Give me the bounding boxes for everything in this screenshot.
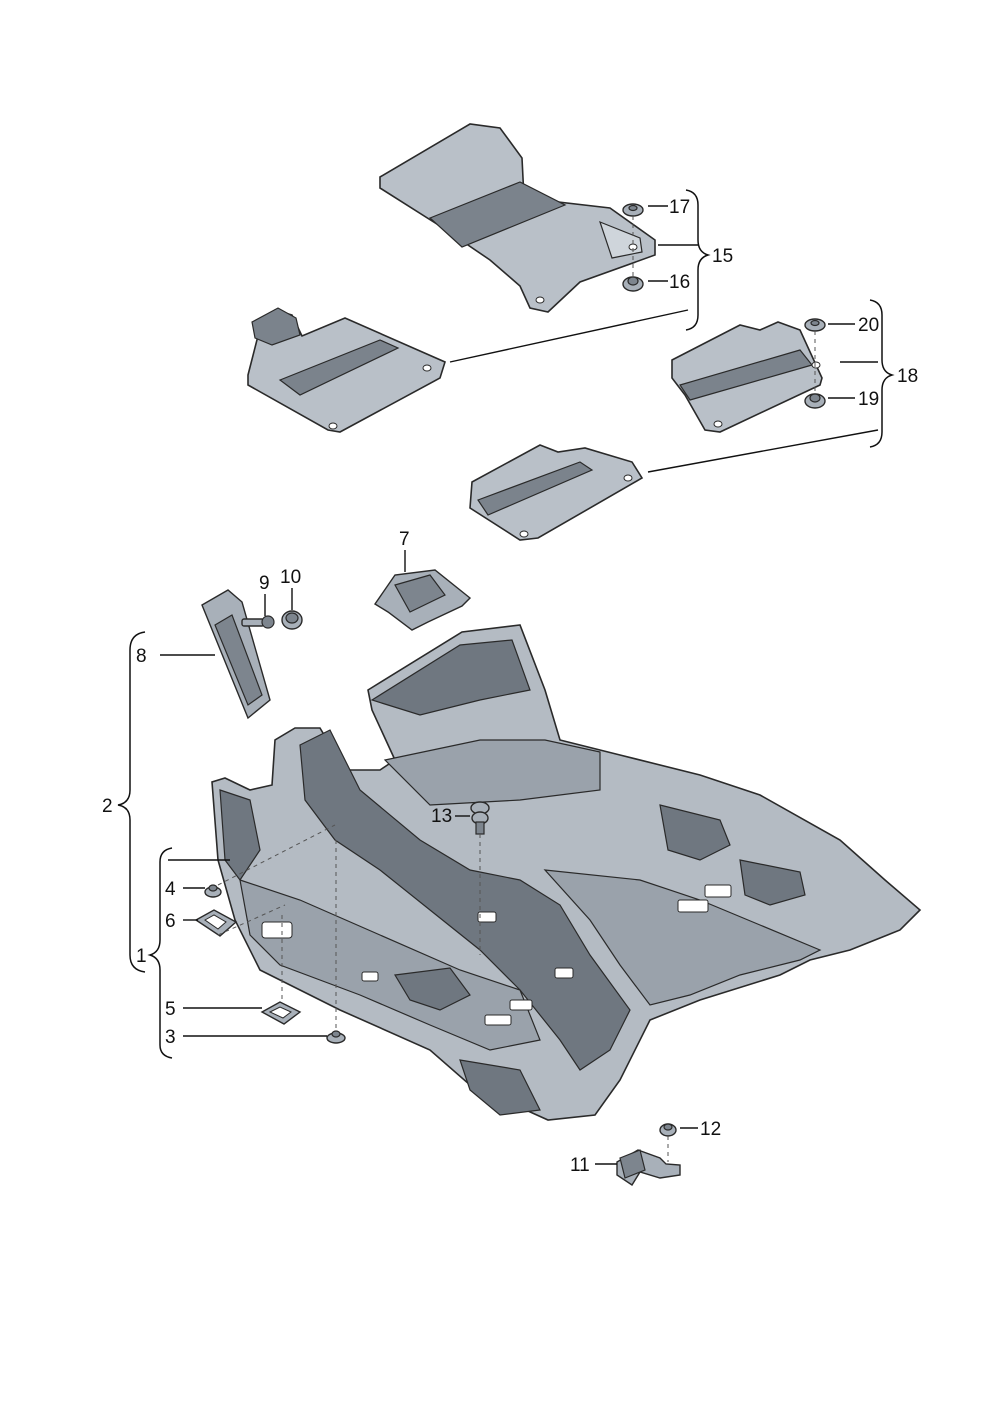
mat-clip-17 — [622, 203, 644, 217]
mat-clip-20 — [804, 318, 826, 332]
callout-12: 12 — [700, 1119, 721, 1140]
callout-5: 5 — [165, 999, 176, 1020]
grommet-3 — [326, 1030, 346, 1044]
callout-1: 1 — [136, 946, 147, 967]
callout-6: 6 — [165, 911, 176, 932]
rear-left-floor-mat — [671, 321, 823, 433]
callout-4: 4 — [165, 879, 176, 900]
side-trim-panel-8 — [201, 589, 271, 720]
nut-12 — [659, 1123, 677, 1137]
callout-16: 16 — [669, 272, 690, 293]
callout-13: 13 — [431, 806, 452, 827]
frame-5 — [260, 1001, 302, 1025]
bolt-9 — [241, 615, 275, 629]
callout-2: 2 — [102, 796, 113, 817]
front-left-floor-mat — [379, 123, 656, 313]
callout-11: 11 — [570, 1155, 590, 1176]
callout-9: 9 — [259, 573, 270, 594]
mat-clip-19 — [804, 393, 826, 409]
frame-6 — [194, 909, 238, 937]
callout-7: 7 — [399, 529, 410, 550]
bracket-11 — [616, 1149, 681, 1186]
callout-10: 10 — [280, 567, 301, 588]
callout-15: 15 — [712, 246, 733, 267]
fastener-13 — [470, 801, 490, 835]
mat-clip-16 — [622, 276, 644, 292]
callout-17: 17 — [669, 197, 690, 218]
front-right-floor-mat — [247, 307, 446, 433]
callout-8: 8 — [136, 646, 147, 667]
callout-20: 20 — [858, 315, 879, 336]
callout-18: 18 — [897, 366, 918, 387]
braces — [117, 189, 895, 1059]
floor-carpet-1 — [211, 624, 922, 1121]
tunnel-carpet-piece-7 — [374, 569, 472, 631]
leader-lines — [160, 205, 879, 1165]
callout-3: 3 — [165, 1027, 176, 1048]
callout-19: 19 — [858, 389, 879, 410]
grommet-4 — [204, 884, 222, 898]
rear-right-floor-mat — [469, 444, 644, 541]
nut-10 — [281, 610, 303, 630]
callout-labels: 17 15 16 20 18 19 7 9 10 8 2 13 4 6 1 5 … — [102, 197, 918, 1176]
